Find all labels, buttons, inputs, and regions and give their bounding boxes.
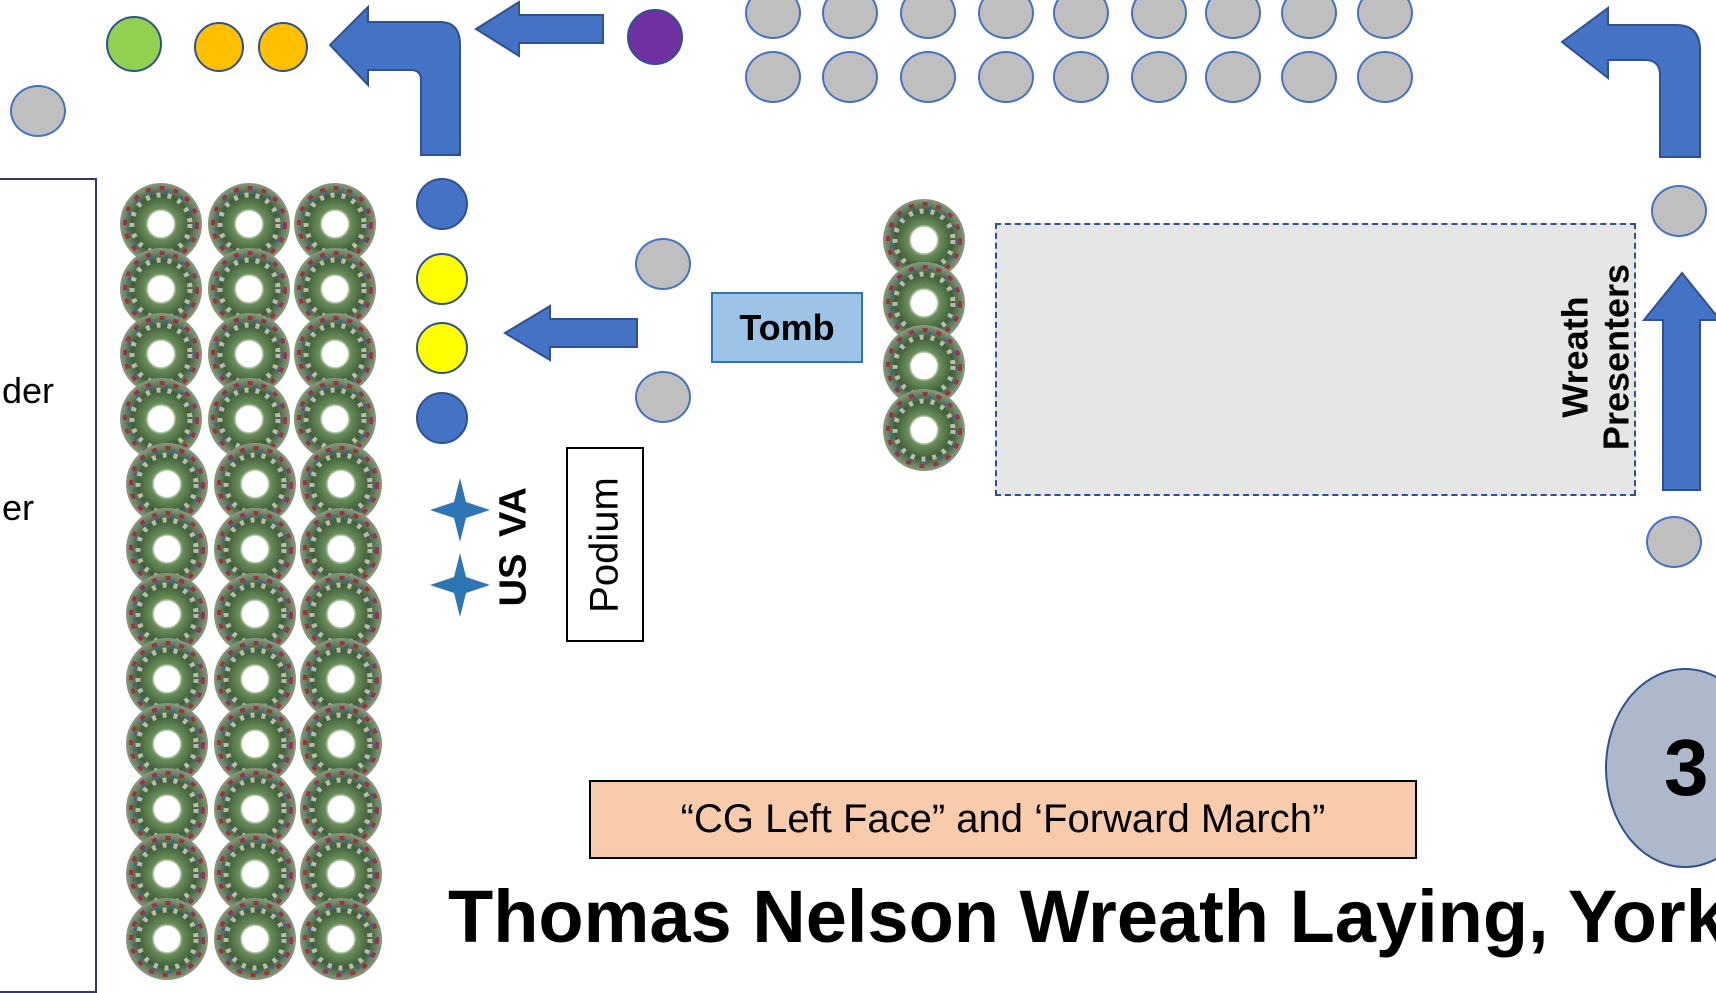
diagram-title: Thomas Nelson Wreath Laying, York [448, 875, 1716, 958]
command-text: “CG Left Face” and ‘Forward March” [680, 797, 1326, 841]
tomb-label: Tomb [739, 306, 835, 348]
wreath-icon [883, 389, 965, 471]
orange-dot-2 [258, 22, 308, 72]
command-box: “CG Left Face” and ‘Forward March” [589, 780, 1417, 859]
arrow-left-icon [503, 304, 638, 362]
gray-dot-right-bottom [1646, 516, 1702, 568]
step-number: 3 [1664, 723, 1709, 812]
podium-box: Podium [566, 447, 644, 642]
legend-text-1: der [2, 370, 55, 411]
gray-dot-right-top [1651, 185, 1707, 237]
gray-dot-row-2-7 [1205, 51, 1261, 103]
star-icon [430, 553, 490, 617]
tomb-box: Tomb [711, 292, 863, 363]
gray-dot-row-2-4 [978, 51, 1034, 103]
gray-dot-row-2-1 [745, 51, 801, 103]
wreath-icon [126, 898, 208, 980]
gray-dot-row-2-9 [1357, 51, 1413, 103]
gray-dot-row-2-2 [822, 51, 878, 103]
purple-dot [627, 9, 683, 65]
orange-dot-1 [194, 22, 244, 72]
arrow-turn-left-icon [1560, 6, 1701, 158]
wreath-icon [214, 898, 296, 980]
wreath-layer [120, 183, 965, 980]
gray-dot-tomb-top [635, 238, 691, 290]
legend-text-2: er [2, 487, 35, 528]
yellow-dot-2 [416, 322, 468, 374]
gray-dot-row-2-6 [1131, 51, 1187, 103]
arrow-turn-left-icon [328, 4, 461, 156]
star-icon [430, 478, 490, 542]
gray-dot-tomb-bottom [635, 371, 691, 423]
blue-dot-bottom [416, 392, 468, 444]
arrow-up-icon [1641, 271, 1716, 491]
gray-dot-row-2-3 [900, 51, 956, 103]
legend-box [0, 178, 97, 993]
wreath-presenter-area [995, 223, 1636, 496]
blue-dot-top [416, 178, 468, 230]
yellow-dot-1 [416, 253, 468, 305]
gray-dot-left [10, 85, 66, 137]
green-dot [106, 16, 162, 72]
gray-dot-row-2-8 [1281, 51, 1337, 103]
arrow-left-icon [474, 0, 604, 58]
gray-dot-row-2-5 [1053, 51, 1109, 103]
wreath-icon [300, 898, 382, 980]
